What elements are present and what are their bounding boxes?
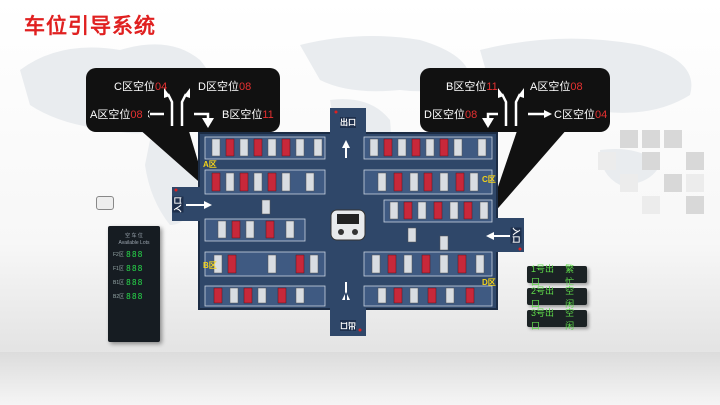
panel-row-value: 888 <box>126 250 144 259</box>
panel-row-value: 888 <box>126 278 144 287</box>
bubble-right-pointer <box>486 128 568 222</box>
decorative-squares <box>598 130 704 214</box>
page-title: 车位引导系统 <box>24 15 156 38</box>
bubble-right-row-4: C区空位04 <box>554 109 608 121</box>
bubble-right-row-3: D区空位08 <box>424 109 478 121</box>
bubble-left-row-1: C区空位04 <box>114 81 168 93</box>
direction-arrows-icon <box>148 88 214 128</box>
panel-row-label: B2区 <box>113 294 125 300</box>
guidance-bubble-left: C区空位04 D区空位08 A区空位08 B区空位11 <box>86 68 280 132</box>
entrance-label-left: 入口 <box>172 196 184 213</box>
panel-row-value: 888 <box>126 292 144 301</box>
panel-row-label: F1区 <box>113 266 124 272</box>
direction-arrows-icon <box>482 88 552 128</box>
bubble-left-row-2: D区空位08 <box>198 81 252 93</box>
panel-header: 空 车 位 <box>125 233 143 239</box>
guidance-bubble-right: B区空位11 A区空位08 D区空位08 C区空位04 <box>420 68 610 132</box>
bubble-right-row-2: A区空位08 <box>530 81 583 93</box>
bubble-left-row-3: A区空位08 <box>90 109 143 121</box>
zone-label-b: B区 <box>203 261 217 270</box>
bubble-left-row-4: B区空位11 <box>222 109 274 121</box>
exit-status-signs: 1号出口繁忙 2号出口空闲 3号出口空闲 <box>527 264 587 332</box>
panel-row-value: 888 <box>126 264 144 273</box>
exit-label-top: 出口 <box>340 117 356 128</box>
zone-label-a: A区 <box>203 160 217 169</box>
entrance-label-right: 入口 <box>510 227 522 244</box>
bubble-right-row-1: B区空位11 <box>446 81 498 93</box>
camera-icon <box>96 196 114 210</box>
panel-row-label: F2区 <box>113 252 124 258</box>
exit-sign-2: 2号出口空闲 <box>527 286 587 309</box>
zone-label-d: D区 <box>482 278 496 287</box>
exit-sign-1: 1号出口繁忙 <box>527 264 587 287</box>
panel-subheader: Available Lots <box>118 240 150 246</box>
exit-label-bottom: 出口 <box>340 320 356 331</box>
floor-reflection <box>0 352 720 405</box>
bubble-left-pointer <box>138 128 206 188</box>
exit-sign-3: 3号出口空闲 <box>527 308 587 331</box>
zone-label-c: C区 <box>482 175 496 184</box>
panel-row-label: B1区 <box>113 280 125 286</box>
